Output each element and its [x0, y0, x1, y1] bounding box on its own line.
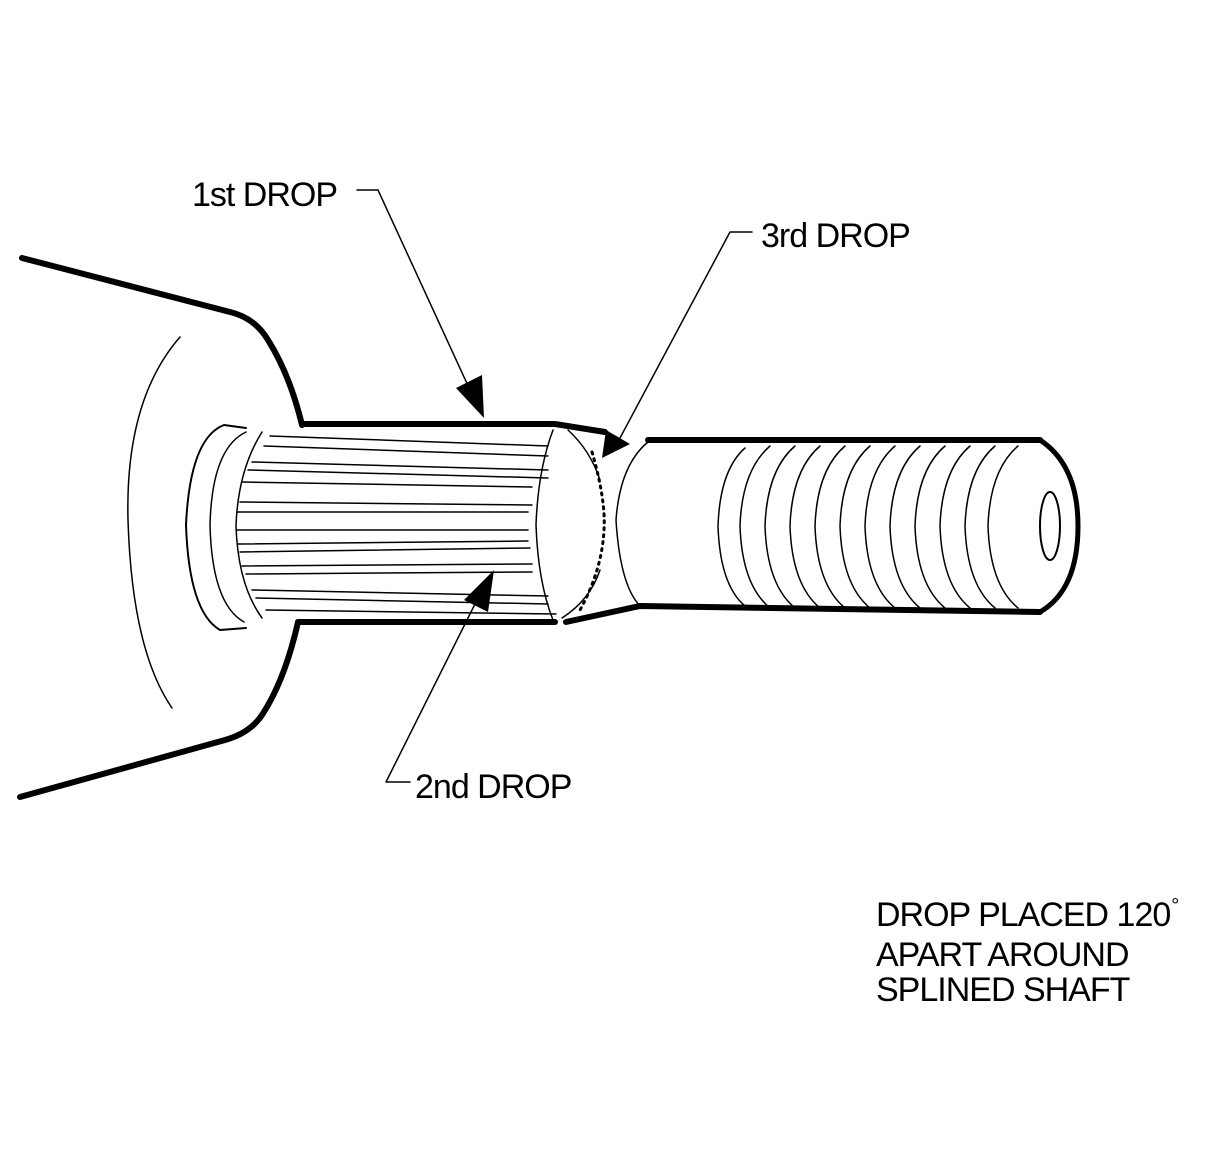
leader-line-drop3 [619, 231, 753, 439]
arrowhead-drop3 [602, 430, 630, 458]
note-line-3: SPLINED SHAFT [876, 971, 1130, 1009]
drop-placement-note: DROP PLACED 120° APART AROUND SPLINED SH… [876, 895, 1179, 1009]
spline-end-arc [535, 429, 554, 621]
collar-face [235, 431, 263, 619]
leader-line-drop1 [356, 189, 471, 391]
label-2nd-drop: 2nd DROP [415, 768, 572, 806]
spline-end-face [567, 429, 601, 481]
collar-inner-rim [209, 431, 247, 623]
housing-face-arc [127, 336, 181, 709]
housing-outline-bottom [17, 619, 301, 800]
drop-ring-dotted [578, 450, 606, 612]
leader-line-drop2 [385, 597, 479, 783]
arrowhead-drop1 [456, 375, 484, 418]
shaft-end-face [1037, 437, 1081, 615]
center-hole [1039, 491, 1061, 561]
arrowhead-drop2 [464, 570, 494, 612]
neck-shoulder [615, 441, 649, 607]
label-1st-drop: 1st DROP [192, 176, 338, 214]
thread-crests [717, 445, 1019, 609]
note-line-2: APART AROUND [876, 936, 1130, 974]
label-3rd-drop: 3rd DROP [761, 217, 911, 255]
spline-grooves [235, 435, 557, 615]
spline-top-edge [299, 421, 608, 435]
degree-symbol: ° [1171, 895, 1179, 917]
housing-outline-top [19, 255, 305, 428]
note-line-1: DROP PLACED 120° [876, 895, 1179, 934]
neck-bottom-edge [563, 603, 1043, 625]
collar-outer-rim [185, 424, 247, 631]
